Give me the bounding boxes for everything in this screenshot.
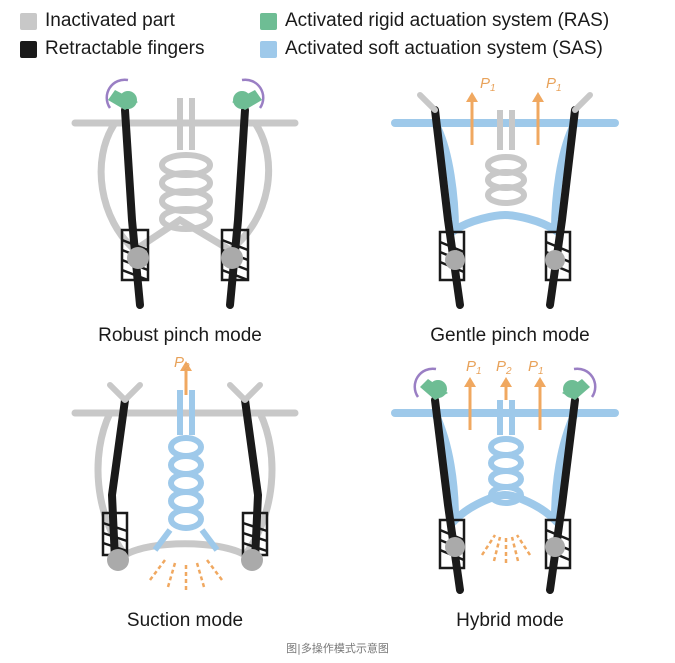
legend-swatch-green [260,12,277,30]
panel-label-hybrid: Hybrid mode [456,610,564,631]
force-label-hybrid-left: P1 [466,358,482,377]
legend-fingers: Retractable fingers [20,38,204,60]
force-label-gentle-left: P1 [480,75,496,94]
panel-suction: P2 [40,354,340,610]
panel-label-suction: Suction mode [126,610,244,631]
suction-diagram: P2 [71,354,299,590]
legend-inactivated: Inactivated part [20,10,175,32]
force-label-gentle-right: P1 [546,75,562,94]
panel-label-gentle-pinch: Gentle pinch mode [430,325,590,346]
force-label-hybrid-center: P2 [496,358,512,377]
panel-hybrid: P1 P2 P1 [370,355,670,610]
legend-sas: Activated soft actuation system (SAS) [260,38,603,60]
force-label-suction: P2 [174,354,190,373]
hybrid-diagram: P1 P2 P1 [391,358,619,594]
legend-swatch-black [20,40,37,58]
legend-ras: Activated rigid actuation system (RAS) [260,10,609,32]
panel-label-robust-pinch: Robust pinch mode [98,325,262,346]
legend-swatch-blue [260,40,277,58]
legend-label-inactivated: Inactivated part [45,10,175,31]
figure-caption: 图|多操作模式示意图 [286,642,389,655]
legend-label-ras: Activated rigid actuation system (RAS) [285,10,610,31]
force-label-hybrid-right: P1 [528,358,544,377]
robust-pinch-diagram [71,78,299,309]
legend-label-sas: Activated soft actuation system (SAS) [285,38,603,59]
panel-robust-pinch [40,70,340,325]
gentle-pinch-diagram: P1 P1 [391,75,619,309]
legend-swatch-gray [20,12,37,30]
panel-gentle-pinch: P1 P1 [370,70,670,325]
legend-label-fingers: Retractable fingers [45,38,205,59]
